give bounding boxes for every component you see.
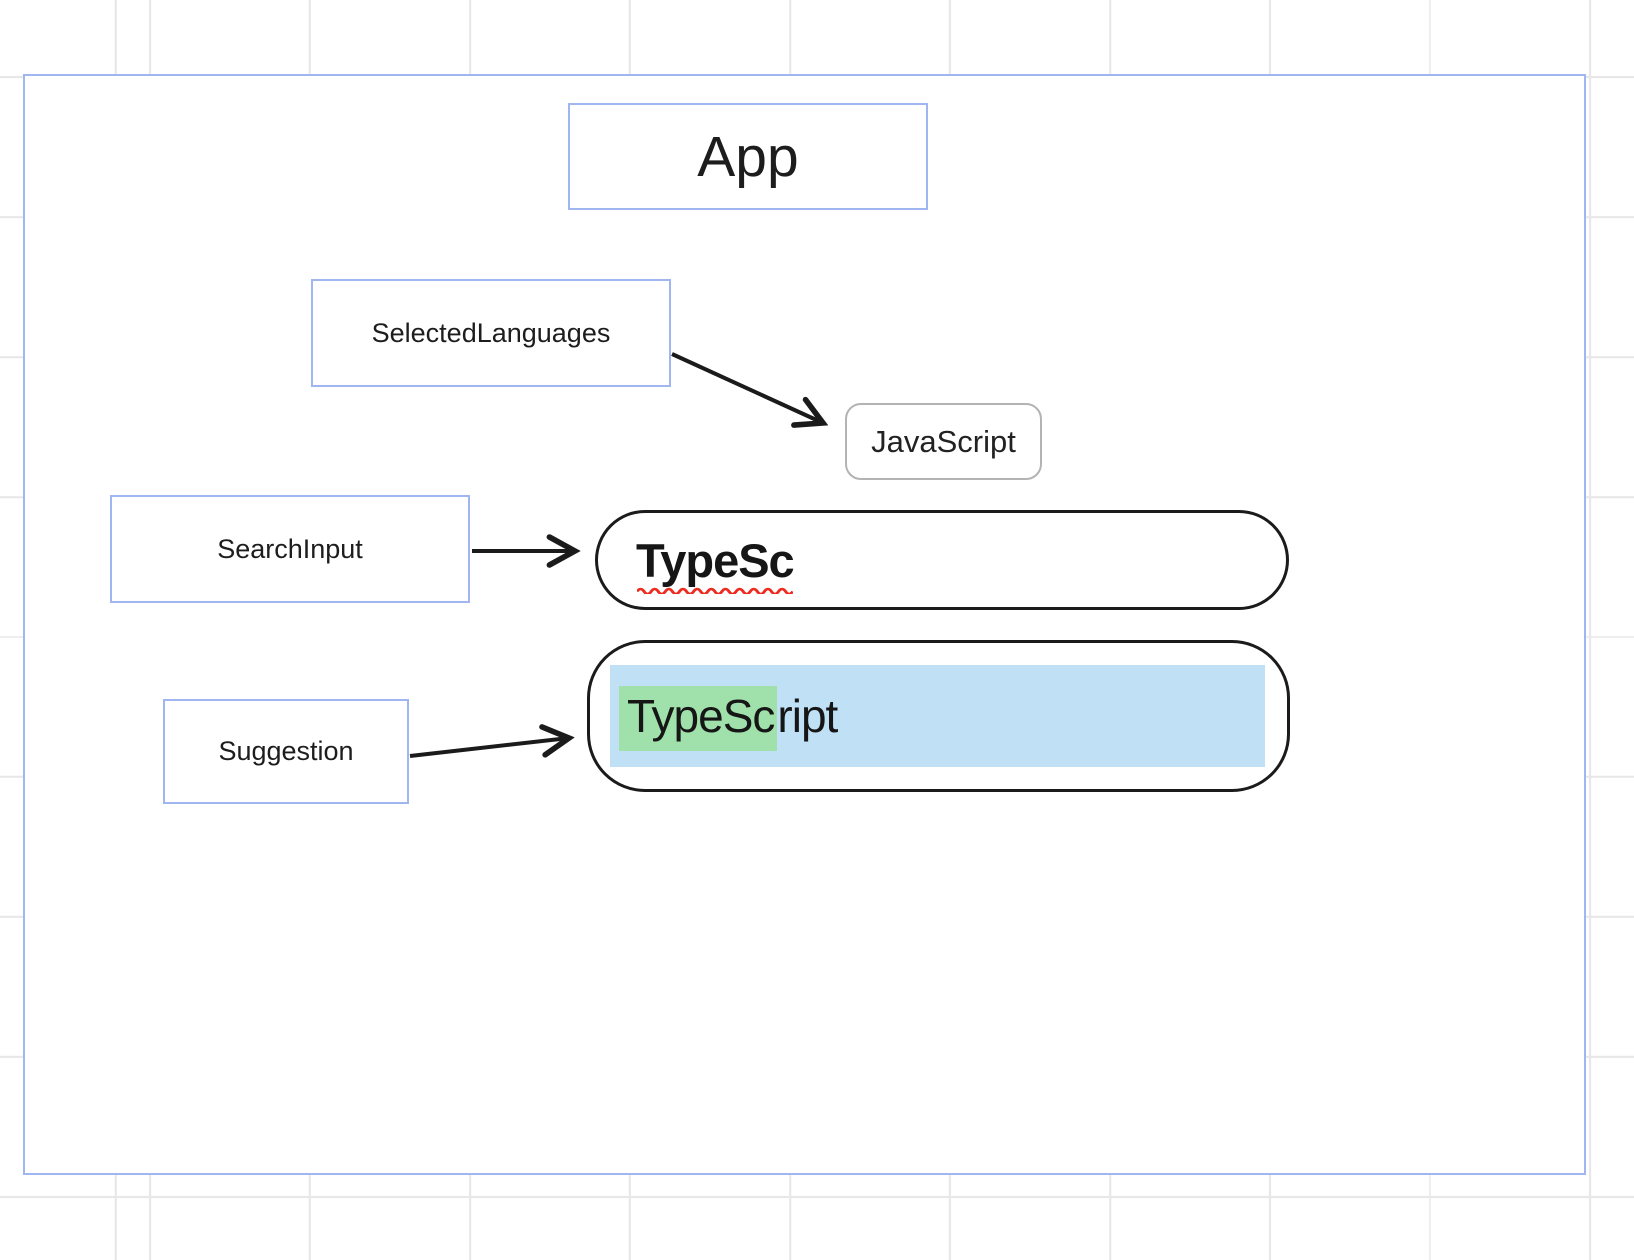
javascript-chip-label: JavaScript [871,423,1016,459]
app-node[interactable]: App [568,103,928,210]
app-container-box[interactable]: App SelectedLanguages SearchInput Sugges… [23,74,1586,1175]
search-field-value: TypeSc [636,533,795,587]
suggestion-node[interactable]: Suggestion [163,699,409,804]
suggestion-label: Suggestion [218,736,354,766]
selected-languages-label: SelectedLanguages [371,317,611,348]
search-input-node[interactable]: SearchInput [110,495,470,603]
spellcheck-squiggle [637,587,793,594]
search-input-pill[interactable]: TypeSc [595,510,1289,610]
suggestion-rest-text: ript [777,690,838,742]
selected-languages-node[interactable]: SelectedLanguages [311,279,671,387]
suggestion-item-text: TypeScript [619,686,838,751]
typed-text-wrap: TypeSc [636,533,795,594]
suggestion-match-highlight: TypeSc [619,686,778,751]
suggestion-row-highlight: TypeScript [610,665,1265,767]
suggestion-pill[interactable]: TypeScript [587,640,1290,792]
javascript-chip[interactable]: JavaScript [845,403,1042,480]
search-input-label: SearchInput [217,533,363,564]
app-node-label: App [697,124,799,189]
